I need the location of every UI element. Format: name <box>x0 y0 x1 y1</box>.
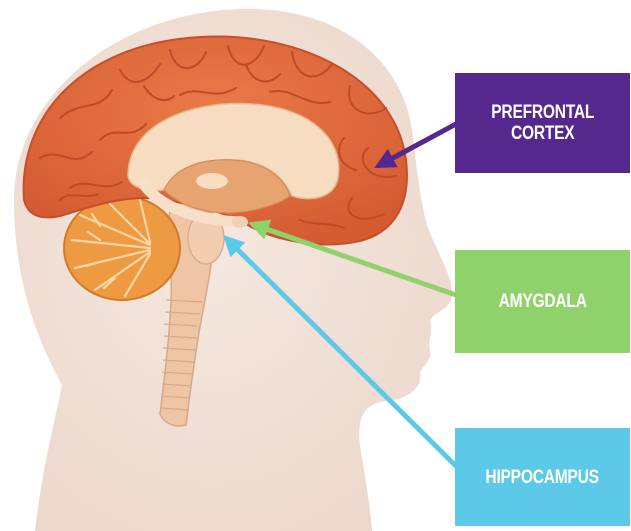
label-prefrontal-cortex: PREFRONTAL CORTEX <box>455 73 630 173</box>
label-hippocampus-text: HIPPOCAMPUS <box>486 467 599 488</box>
label-prefrontal-cortex-line2: CORTEX <box>511 123 574 144</box>
label-hippocampus: HIPPOCAMPUS <box>455 428 630 526</box>
thalamus-highlight <box>196 173 228 189</box>
amygdala-region <box>232 216 248 228</box>
cerebellum <box>64 196 180 300</box>
label-amygdala: AMYGDALA <box>455 250 630 353</box>
label-prefrontal-cortex-line1: PREFRONTAL <box>491 102 594 123</box>
label-amygdala-text: AMYGDALA <box>498 291 586 312</box>
